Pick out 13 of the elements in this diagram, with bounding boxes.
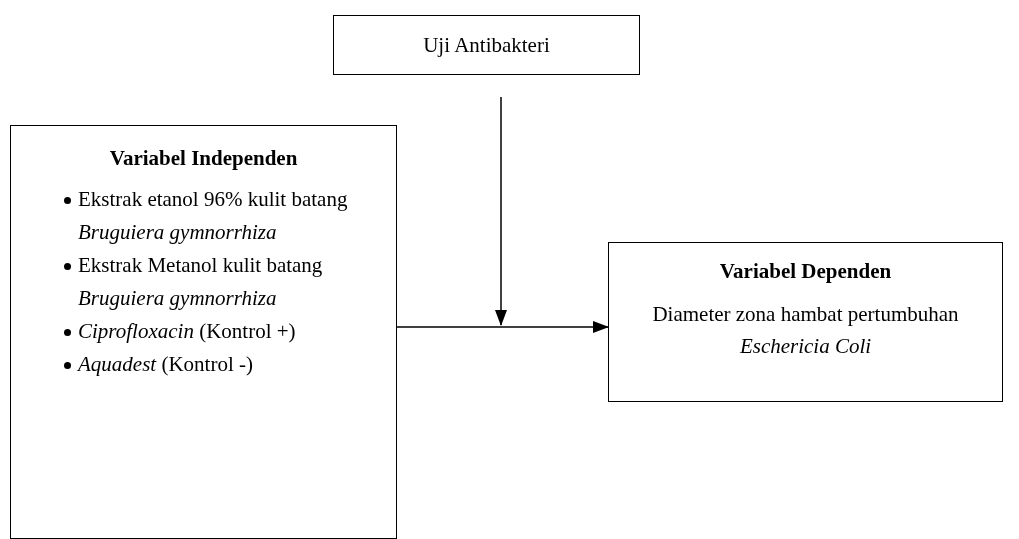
list-item: Ekstrak etanol 96% kulit batang Bruguiera gymnorrhiza [78,187,348,244]
arrow [396,321,609,333]
arrow [495,96,507,326]
text-box [10,125,397,539]
text-box [333,15,640,75]
list-item: Ekstrak Metanol kulit batang Bruguiera gymnorrhiza [78,253,323,310]
text-box [608,242,1003,402]
box-title: Uji Antibakteri [422,32,551,59]
box-text: Diameter zona hambat pertumbuhan Eschericia Coli [651,301,960,360]
list-item: Aquadest (Kontrol -) [78,352,253,376]
box-heading: Variabel Dependen [718,259,893,284]
list-item: Ciprofloxacin (Kontrol +) [78,319,296,343]
box-heading: Variabel Independen [108,146,299,171]
